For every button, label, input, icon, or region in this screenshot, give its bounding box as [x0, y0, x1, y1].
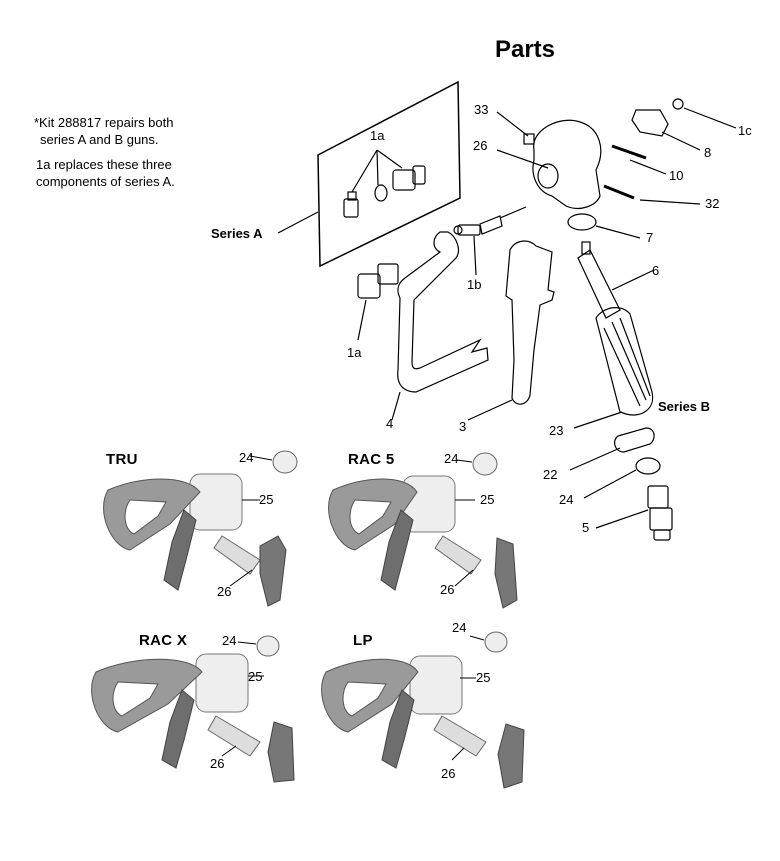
o-ring-small — [374, 184, 388, 202]
part-23-handle — [595, 307, 654, 416]
part-33-nut — [523, 133, 535, 145]
label-1a: 1a — [347, 345, 362, 360]
label-1a-box: 1a — [370, 128, 385, 143]
leader-1a-box — [351, 149, 378, 193]
lp-label-26: 26 — [441, 766, 456, 781]
rac5-label-25: 25 — [480, 492, 495, 507]
label-1c: 1c — [738, 123, 752, 138]
tru-label-24: 24 — [239, 450, 254, 465]
lp-label-25: 25 — [476, 670, 491, 685]
part-10-pin — [611, 144, 647, 160]
part-7-washer — [567, 213, 597, 231]
part-5-swivel — [647, 485, 673, 541]
kit-note-line3: 1a replaces these three — [36, 157, 172, 172]
label-33: 33 — [474, 102, 489, 117]
tip-guard-lp — [321, 631, 525, 789]
tip-guard-tru — [103, 450, 298, 607]
rac5-label-26: 26 — [440, 582, 455, 597]
kit-note-line2: series A and B guns. — [40, 132, 159, 147]
racx-label-26: 26 — [210, 756, 225, 771]
tru-label-25: 25 — [259, 492, 274, 507]
racx-label-25: 25 — [248, 669, 263, 684]
label-24: 24 — [559, 492, 574, 507]
label-1b: 1b — [467, 277, 482, 292]
label-10: 10 — [669, 168, 684, 183]
part-1c-screw — [672, 98, 684, 110]
tip-guard-rac5 — [328, 452, 518, 609]
rac5-label-24: 24 — [444, 451, 459, 466]
part-1a-fitting — [357, 263, 399, 341]
part-1b-needle — [453, 206, 527, 276]
label-7: 7 — [646, 230, 654, 245]
label-4: 4 — [386, 416, 394, 431]
lp-label-24: 24 — [452, 620, 467, 635]
label-32: 32 — [705, 196, 720, 211]
series-a-label: Series A — [211, 226, 263, 241]
label-3: 3 — [459, 419, 467, 434]
part-32-screw — [603, 184, 635, 200]
page-title: Parts — [494, 36, 556, 63]
tip-guard-racx — [91, 635, 295, 783]
tip-guards-art — [91, 450, 525, 789]
series-a-box — [317, 80, 461, 268]
kit-note-line1: *Kit 288817 repairs both — [34, 115, 174, 130]
series-b-label: Series B — [658, 399, 711, 414]
tip-guard-name-lp: LP — [353, 632, 373, 649]
tip-guard-name-rac5: RAC 5 — [348, 451, 395, 468]
fitting-large — [392, 165, 426, 191]
label-5: 5 — [582, 520, 590, 535]
label-6: 6 — [652, 263, 660, 278]
tip-guard-name-tru: TRU — [106, 451, 138, 468]
part-4-guard — [397, 231, 489, 393]
kit-note-line4: components of series A. — [36, 174, 175, 189]
part-8-cap — [631, 109, 669, 137]
part-26-gun-body — [532, 119, 602, 209]
part-22-gasket — [614, 427, 655, 453]
label-22: 22 — [543, 467, 558, 482]
label-8: 8 — [704, 145, 712, 160]
label-26: 26 — [473, 138, 488, 153]
part-6-tube — [577, 241, 621, 319]
part-24-ring — [635, 457, 661, 475]
fitting-small — [343, 191, 359, 218]
tip-guard-name-racx: RAC X — [139, 632, 188, 649]
racx-label-24: 24 — [222, 633, 237, 648]
label-23: 23 — [549, 423, 564, 438]
part-3-trigger — [505, 240, 555, 405]
tru-label-26: 26 — [217, 584, 232, 599]
